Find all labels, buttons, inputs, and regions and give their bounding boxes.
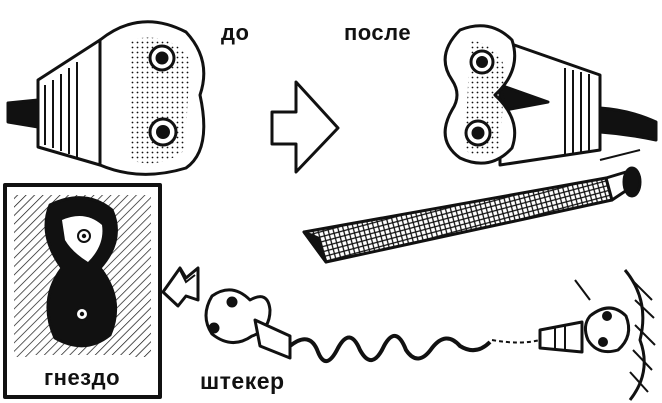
label-socket: гнездо <box>44 365 121 390</box>
wall-outlet-icon <box>574 269 656 401</box>
plug-before-icon <box>6 20 206 176</box>
label-before: до <box>221 20 250 45</box>
plug-after-icon <box>443 24 658 167</box>
label-after: после <box>344 20 412 45</box>
socket-icon <box>3 183 162 399</box>
arrow-right-icon <box>270 80 340 174</box>
label-plug: штекер <box>200 368 285 394</box>
file-tool-icon <box>302 149 642 264</box>
arrow-left-icon <box>161 266 200 308</box>
plug-with-cord-icon <box>204 288 584 363</box>
